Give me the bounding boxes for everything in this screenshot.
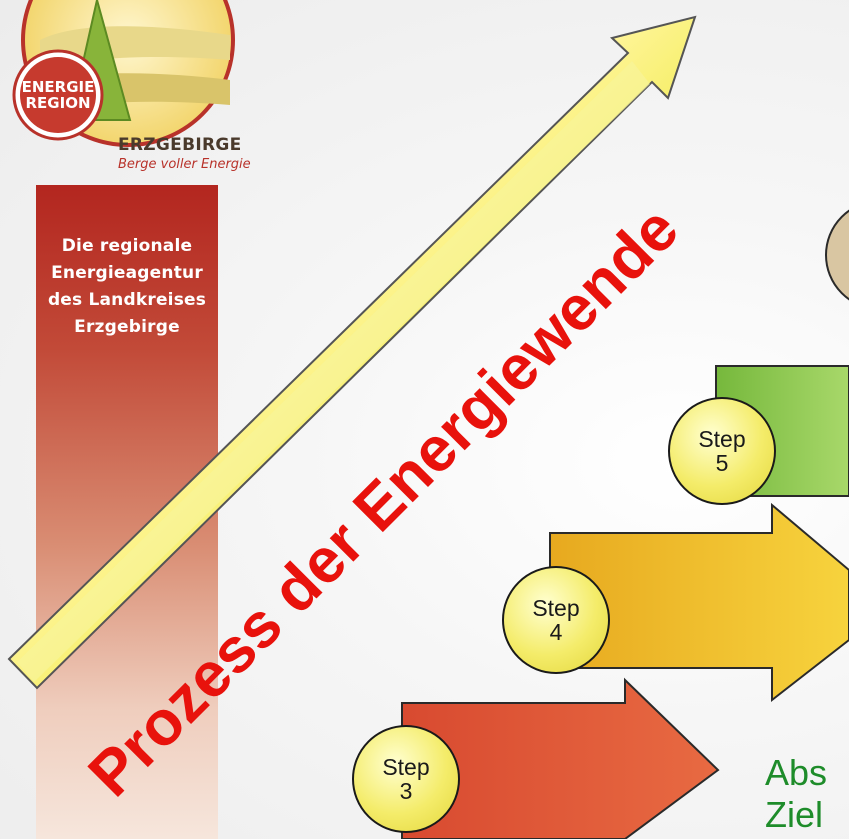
step-4-circle: Step 4 xyxy=(502,566,610,674)
process-arrow xyxy=(7,15,697,690)
step-4-arrow xyxy=(549,502,849,703)
logo-badge-line2: REGION xyxy=(26,94,91,112)
step-number: 4 xyxy=(549,619,563,645)
step-3-arrow xyxy=(401,677,720,839)
step-number: 5 xyxy=(715,450,729,476)
step-6-circle-partial xyxy=(825,209,849,301)
step-word: Step xyxy=(382,754,430,780)
logo-brand: ERZGEBIRGE xyxy=(118,135,242,155)
goal-text-partial: Abs Ziel xyxy=(765,752,827,836)
step-number: 3 xyxy=(399,778,413,804)
goal-text-line1: Abs xyxy=(765,752,828,793)
sidebar-line: des Landkreises xyxy=(47,290,207,310)
logo-tagline: Berge voller Energie xyxy=(118,157,251,172)
sidebar-line: Die regionale xyxy=(61,236,193,256)
sidebar-text: Die regionale Energieagentur des Landkre… xyxy=(36,233,218,341)
logo-badge-line1: ENERGIE xyxy=(22,78,95,96)
logo: ENERGIE REGION xyxy=(12,0,235,147)
step-3-circle: Step 3 xyxy=(352,725,460,833)
step-5-circle: Step 5 xyxy=(668,397,776,505)
step-word: Step xyxy=(532,595,580,621)
goal-text-line2: Ziel xyxy=(765,794,824,835)
sidebar-line: Erzgebirge xyxy=(74,317,180,337)
sidebar-line: Energieagentur xyxy=(51,263,203,283)
step-word: Step xyxy=(698,426,746,452)
